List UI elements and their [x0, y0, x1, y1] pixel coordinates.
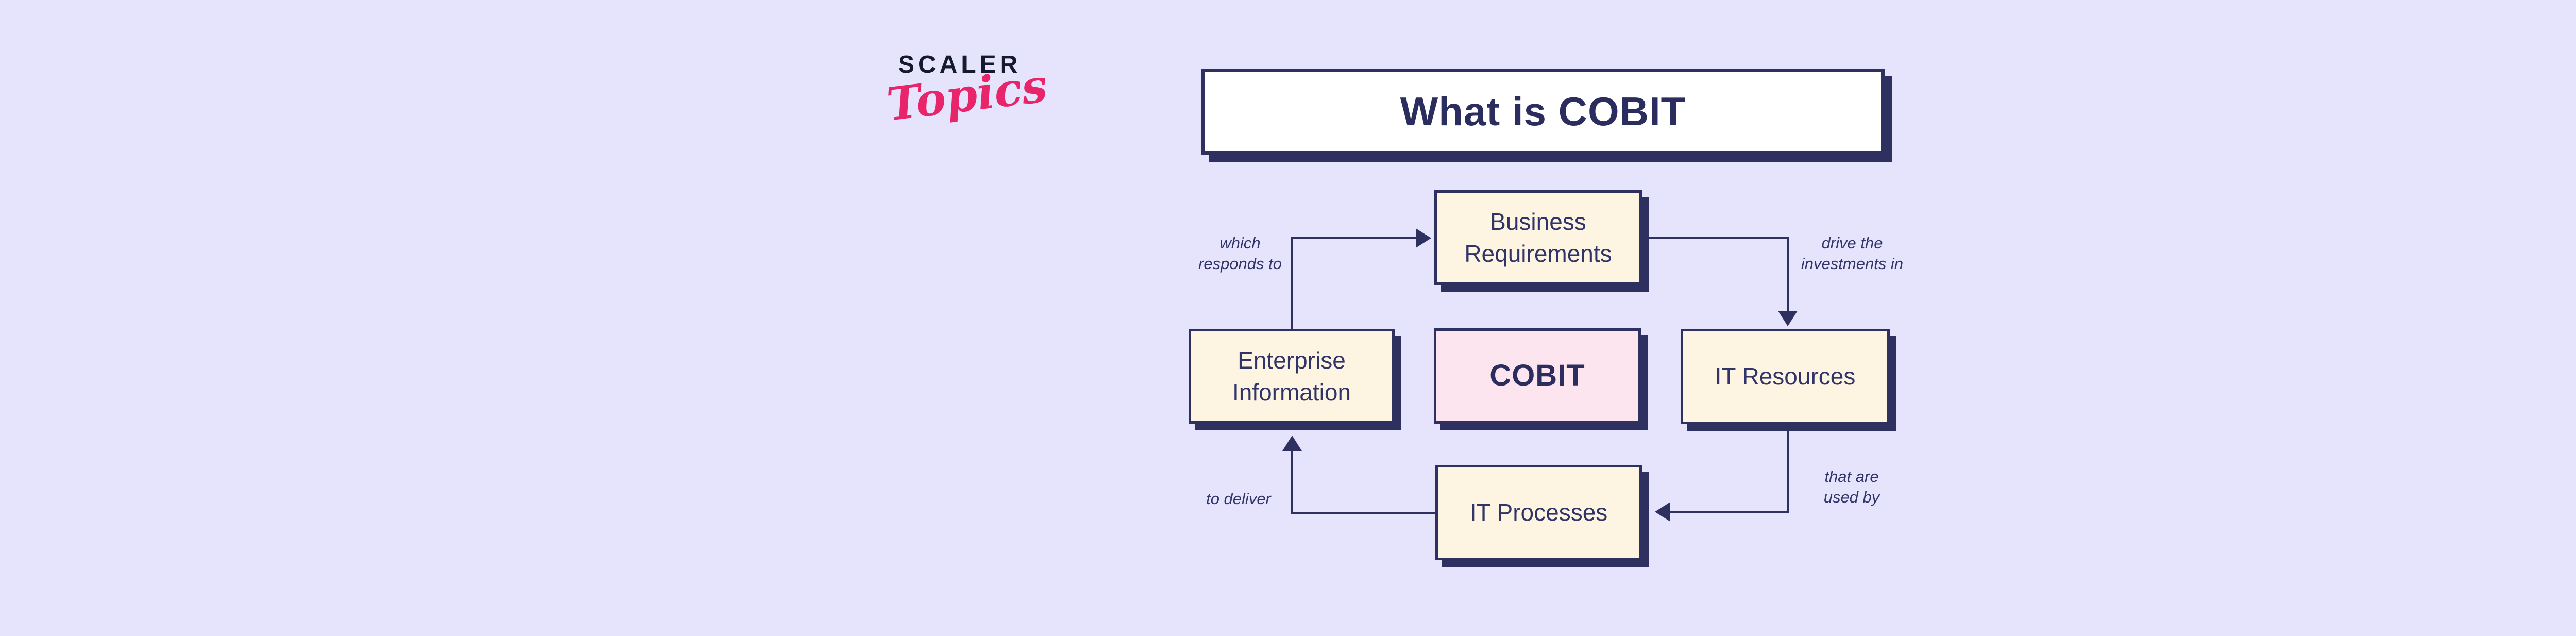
connector-enterprise-to-business-vertical [1291, 237, 1293, 330]
node-business-requirements: Business Requirements [1434, 190, 1642, 285]
arrowhead-into-enterprise-information-icon [1282, 436, 1302, 451]
logo-scaler-text: SCALER [898, 51, 1022, 78]
node-business-requirements-label: Business Requirements [1464, 208, 1612, 267]
node-it-processes: IT Processes [1435, 465, 1642, 560]
connector-business-to-resources-horizontal [1642, 237, 1789, 239]
connector-business-to-resources-vertical [1787, 237, 1789, 312]
edge-label-that-are-used-by: that are used by [1823, 467, 1880, 506]
node-enterprise-information: Enterprise Information [1189, 329, 1395, 424]
arrowhead-into-business-requirements-icon [1416, 228, 1431, 248]
scaler-topics-logo: SCALER Topics [884, 49, 1050, 158]
page-title: What is COBIT [1400, 89, 1686, 134]
edge-label-which-responds-to: which responds to [1198, 234, 1282, 273]
connector-processes-to-enterprise-horizontal [1291, 512, 1435, 514]
connector-resources-to-processes-vertical [1787, 424, 1789, 513]
connector-resources-to-processes-horizontal [1670, 511, 1789, 513]
arrowhead-into-it-processes-icon [1655, 502, 1670, 522]
node-it-resources-label: IT Resources [1715, 363, 1856, 390]
node-cobit-label: COBIT [1489, 359, 1585, 393]
edge-label-to-deliver: to deliver [1206, 490, 1271, 508]
title-box: What is COBIT [1201, 69, 1885, 155]
node-it-processes-label: IT Processes [1469, 499, 1608, 526]
edge-label-drive-the-investments-in: drive the investments in [1801, 234, 1904, 273]
node-enterprise-information-label: Enterprise Information [1232, 346, 1351, 406]
node-it-resources: IT Resources [1681, 329, 1890, 424]
arrowhead-into-it-resources-icon [1778, 311, 1798, 326]
connector-processes-to-enterprise-vertical [1291, 451, 1293, 514]
node-cobit: COBIT [1434, 328, 1641, 424]
connector-enterprise-to-business-horizontal [1291, 237, 1418, 239]
